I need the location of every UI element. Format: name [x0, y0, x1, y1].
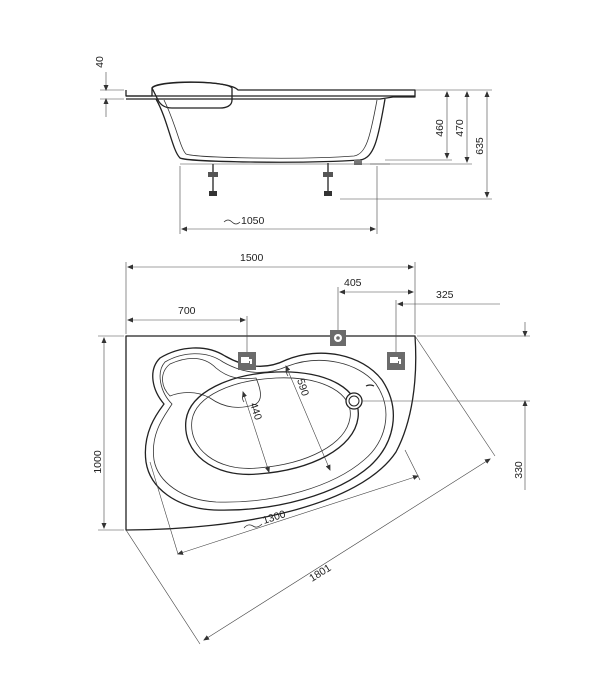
dim-inner-width: 440	[242, 391, 270, 473]
dim-overall-width: 1500	[125, 252, 416, 334]
dim-text-depth: 1000	[92, 450, 104, 474]
dim-text-inner-depth: 460	[434, 119, 446, 137]
side-view: 40 460 470 635 1050	[94, 56, 492, 234]
top-view: 1500 700 405 325 1000	[92, 252, 530, 645]
dim-text-inner-width: 440	[247, 401, 264, 422]
dim-text-inner-length: 1300	[261, 508, 287, 527]
dim-depth: 1000	[92, 335, 124, 531]
drain-icon	[345, 392, 363, 410]
dim-corner-offset: 325	[395, 289, 500, 352]
dim-text-overall-width: 1500	[240, 252, 264, 264]
dim-right-depth: 330	[362, 322, 530, 490]
dim-inner-length: 1300	[149, 449, 421, 555]
dim-text-total-height: 635	[474, 137, 486, 155]
dim-base-length: 1050	[179, 166, 378, 234]
side-tub-body	[155, 98, 386, 163]
dim-inner-width-2: 590	[285, 365, 331, 471]
dim-heights: 460 470 635	[340, 89, 492, 200]
dim-text-right-depth: 330	[513, 461, 525, 479]
dim-text-left-section: 700	[178, 305, 196, 317]
side-headrest	[151, 81, 233, 109]
dim-left-section: 700	[127, 305, 248, 352]
dim-diagonal: 1801	[125, 335, 496, 645]
overflow-icon	[330, 330, 346, 346]
dim-text-drain-offset: 405	[344, 277, 362, 289]
dim-drain-offset: 405	[337, 277, 414, 330]
dim-text-inner-width-2: 590	[294, 377, 311, 398]
dim-text-rim-thickness: 40	[94, 56, 106, 68]
dim-text-depth-with-rim: 470	[454, 119, 466, 137]
dim-text-diagonal: 1801	[307, 562, 333, 585]
dim-text-base-length: 1050	[241, 215, 265, 227]
faucet-icon	[238, 352, 256, 370]
dim-text-corner-offset: 325	[436, 289, 454, 301]
side-legs	[208, 160, 362, 196]
faucet-icon-right	[387, 352, 405, 370]
dim-rim-thickness: 40	[94, 56, 124, 117]
